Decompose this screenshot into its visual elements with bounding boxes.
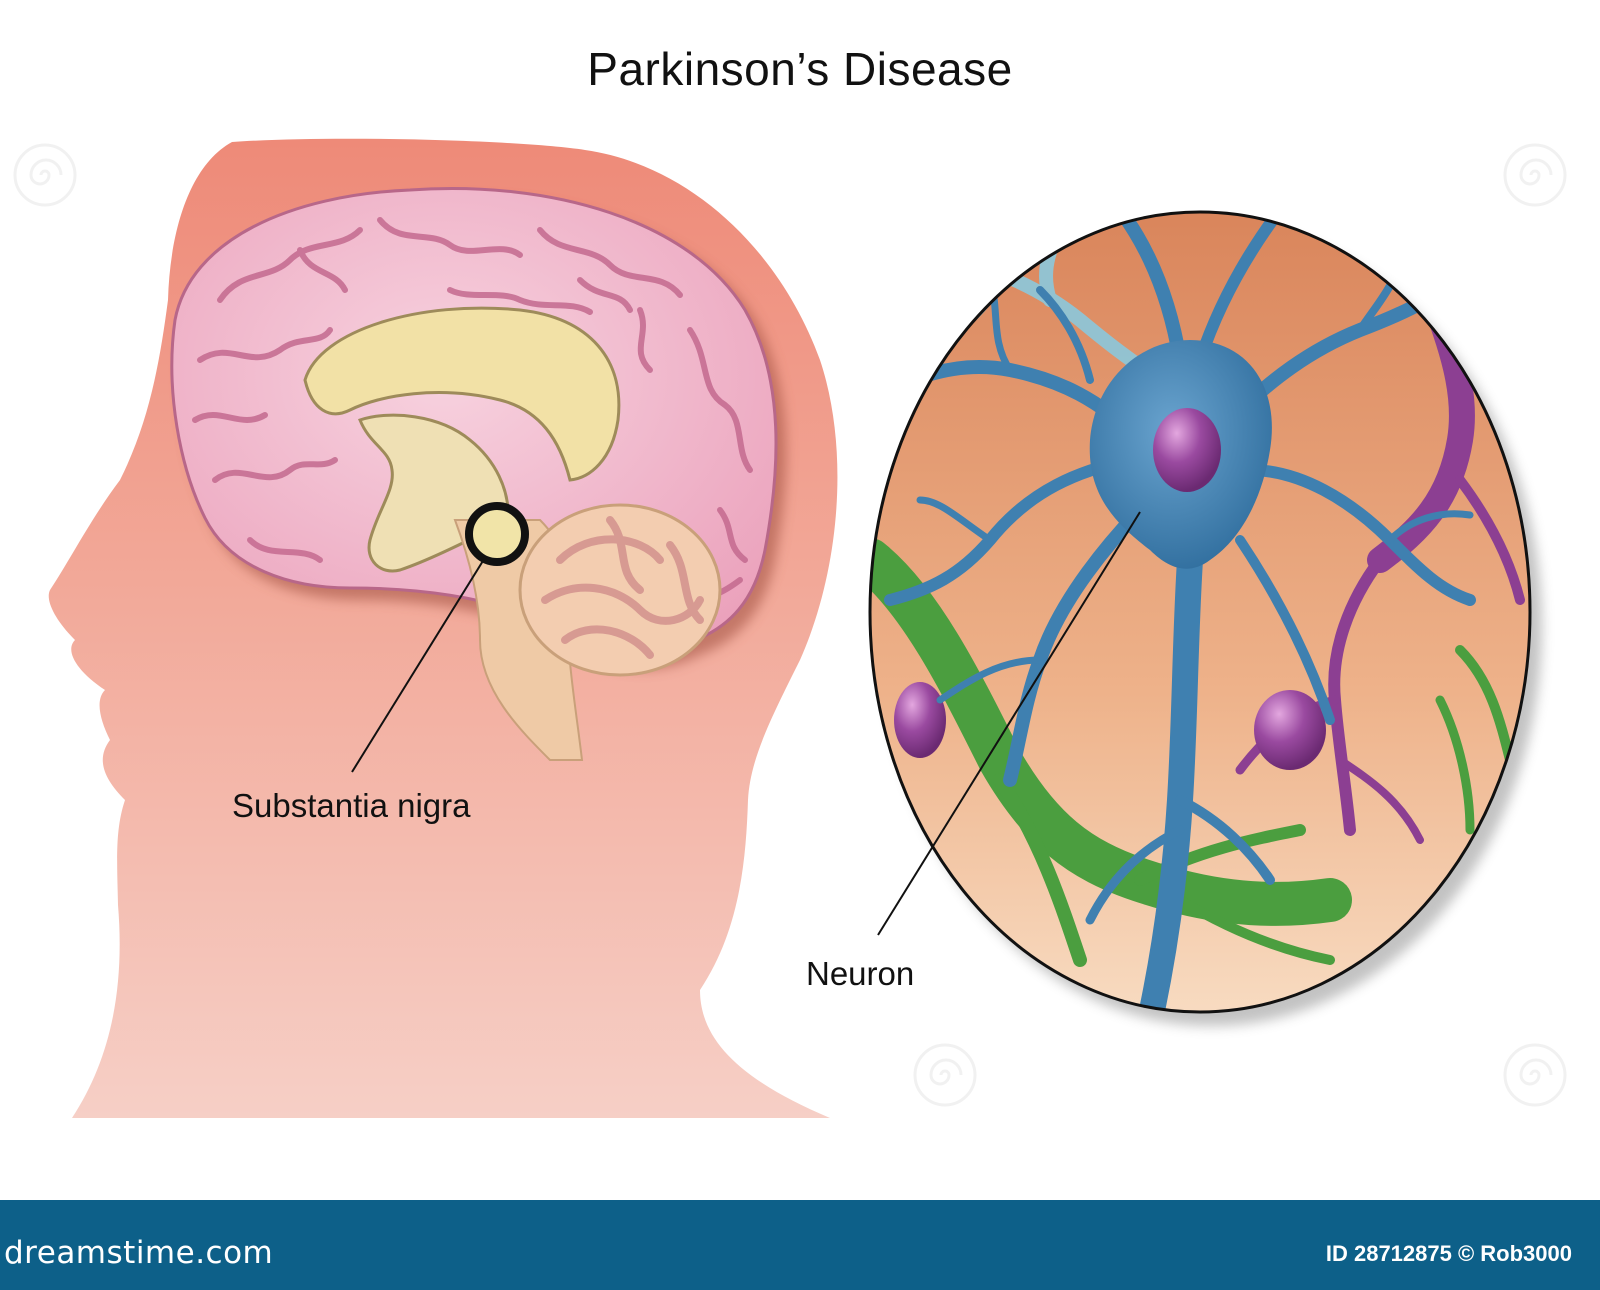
footer-bar: dreamstime.com ID 28712875 © Rob3000 (0, 1200, 1600, 1290)
watermark-swirl-icon (1503, 1043, 1567, 1107)
watermark-swirl-icon (1503, 143, 1567, 207)
substantia-nigra-label: Substantia nigra (232, 787, 471, 824)
substantia-nigra-region (465, 502, 529, 566)
footer-site-name: dreamstime.com (4, 1235, 274, 1271)
footer-image-id: ID 28712875 © Rob3000 (1325, 1241, 1572, 1266)
page-title: Parkinson’s Disease (587, 43, 1013, 95)
corpus-callosum (303, 306, 621, 482)
neuron-nucleus (1153, 408, 1221, 492)
nucleus-purple-right (1254, 690, 1326, 770)
substantia-nigra-leader (351, 555, 487, 773)
cerebellum (518, 503, 722, 677)
neuron-label: Neuron (806, 955, 915, 992)
parkinsons-diagram (48, 138, 1542, 1118)
watermark-swirl-icon (913, 1043, 977, 1107)
neuron-leader (877, 511, 1141, 936)
brain-folds (192, 217, 753, 601)
nucleus-green-cell (894, 682, 946, 758)
watermark-swirl-icon (13, 143, 77, 207)
neuron-magnified-view (870, 212, 1530, 1012)
magnified-view-border (868, 210, 1532, 1014)
